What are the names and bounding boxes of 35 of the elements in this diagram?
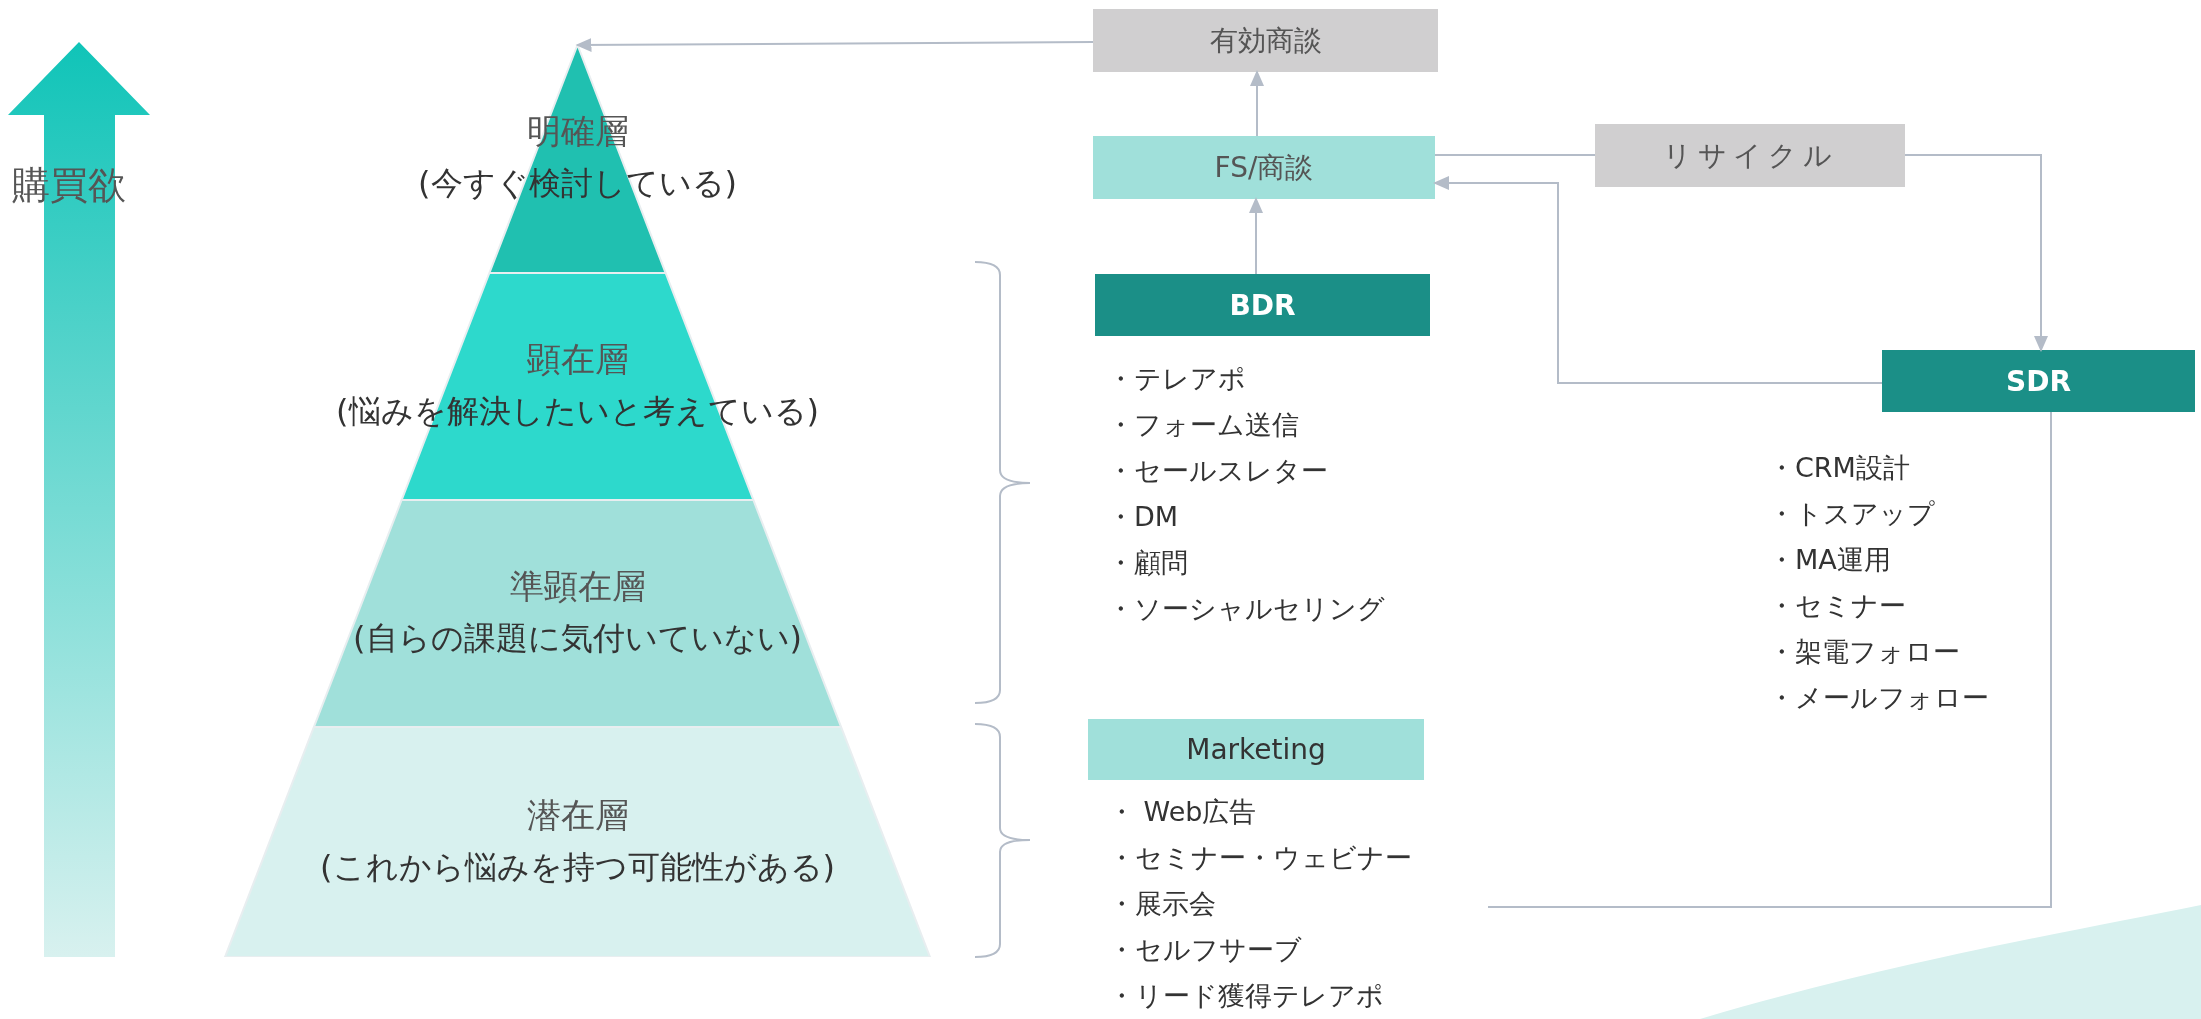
list-item: ・セミナー・ウェビナー	[1108, 841, 1412, 875]
layer-title: 潜在層	[526, 794, 629, 837]
list-item: ・テレアポ	[1107, 362, 1246, 396]
stage-box: リサイクル	[1595, 124, 1905, 187]
layer-description: (これから悩みを持つ可能性がある)	[320, 847, 835, 888]
team-box: BDR	[1095, 274, 1430, 336]
layer-title: 顕在層	[526, 338, 629, 381]
connector-line	[1487, 411, 2052, 908]
team-box: Marketing	[1088, 719, 1424, 780]
layer-description: (自らの課題に気付いていない)	[353, 618, 802, 659]
team-box: SDR	[1882, 350, 2195, 412]
list-item: ・DM	[1107, 500, 1179, 534]
arrow	[1904, 154, 2048, 352]
list-item: ・リード獲得テレアポ	[1108, 979, 1384, 1013]
stage-box: FS/商談	[1093, 136, 1435, 199]
list-item: ・トスアップ	[1768, 497, 1935, 531]
list-item: ・ソーシャルセリング	[1107, 592, 1385, 626]
arrow	[1250, 70, 1264, 137]
list-item: ・MA運用	[1768, 543, 1891, 577]
list-item: ・ Web広告	[1108, 795, 1257, 829]
stage-box: 有効商談	[1093, 9, 1438, 72]
connector-line	[1434, 154, 1596, 156]
list-item: ・顧問	[1107, 546, 1188, 580]
list-item: ・フォーム送信	[1107, 408, 1299, 442]
list-item: ・架電フォロー	[1768, 635, 1960, 669]
arrow	[1249, 197, 1263, 275]
arrow	[1433, 176, 1883, 384]
layer-title: 準顕在層	[509, 565, 646, 608]
arrow	[575, 37, 1094, 52]
list-item: ・展示会	[1108, 887, 1216, 921]
list-item: ・セルフサーブ	[1108, 933, 1302, 967]
list-item: ・メールフォロー	[1768, 681, 1989, 715]
list-item: ・セールスレター	[1107, 454, 1328, 488]
list-item: ・CRM設計	[1768, 451, 1910, 485]
list-item: ・セミナー	[1768, 589, 1906, 623]
